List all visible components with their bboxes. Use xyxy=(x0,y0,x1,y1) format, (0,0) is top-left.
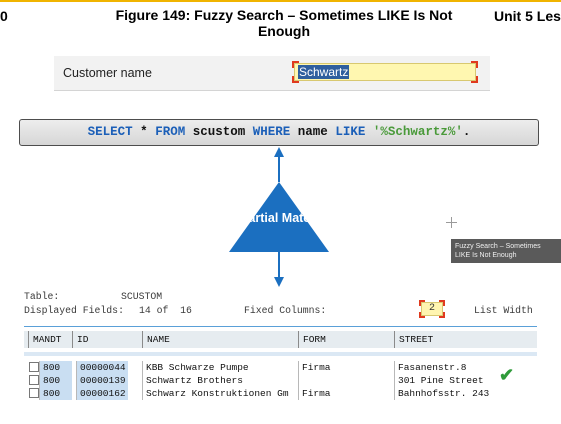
sql-column: name xyxy=(297,125,328,139)
focus-corner-icon xyxy=(292,76,299,83)
focus-corner-icon xyxy=(419,312,425,318)
table-header: MANDT ID NAME FORM STREET xyxy=(24,331,537,348)
cell-street: Bahnhofsstr. 243 xyxy=(394,387,537,400)
column-header-mandt[interactable]: MANDT xyxy=(28,331,72,348)
sql-keyword-like: LIKE xyxy=(335,125,366,139)
focus-corner-icon xyxy=(292,61,299,68)
sql-keyword-select: SELECT xyxy=(87,125,133,139)
header-rule xyxy=(0,0,561,2)
fixed-columns-value: 2 xyxy=(428,303,435,314)
sql-terminator: . xyxy=(462,125,471,139)
sql-keyword-where: WHERE xyxy=(252,125,291,139)
cell-mandt: 800 xyxy=(39,374,72,387)
table-header-divider xyxy=(24,352,537,356)
crosshair-cursor-icon xyxy=(446,217,457,228)
table-name: SCUSTOM xyxy=(121,291,163,302)
table-row[interactable]: 800 00000139 Schwartz Brothers 301 Pine … xyxy=(24,374,537,387)
cell-street: Fasanenstr.8 xyxy=(394,361,537,374)
tooltip: Fuzzy Search – Sometimes LIKE Is Not Eno… xyxy=(451,239,561,263)
column-header-id[interactable]: ID xyxy=(72,331,142,348)
cell-form: Firma xyxy=(298,387,394,400)
displayed-fields-value: 14 of 16 xyxy=(139,305,192,316)
fixed-columns-label: Fixed Columns: xyxy=(244,305,327,316)
sql-statement: SELECT * FROM scustom WHERE name LIKE '%… xyxy=(19,119,539,146)
cell-id: 00000139 xyxy=(76,374,128,387)
partial-match-label: Partial Match xyxy=(240,211,318,225)
cell-name: Schwarz Konstruktionen Gm xyxy=(142,387,298,400)
cell-name: Schwartz Brothers xyxy=(142,374,298,387)
cell-id: 00000044 xyxy=(76,361,128,374)
table-top-rule xyxy=(24,326,537,327)
focus-corner-icon xyxy=(439,312,445,318)
page-number-fragment: 0 xyxy=(0,8,8,24)
cell-form: Firma xyxy=(298,361,394,374)
cell-mandt: 800 xyxy=(39,387,72,400)
cell-mandt: 800 xyxy=(39,361,72,374)
customer-name-label: Customer name xyxy=(63,66,152,80)
cell-street: 301 Pine Street xyxy=(394,374,537,387)
column-header-form[interactable]: FORM xyxy=(298,331,394,348)
arrow-up-icon xyxy=(274,147,284,182)
focus-corner-icon xyxy=(439,300,445,306)
row-select-checkbox[interactable] xyxy=(29,375,39,385)
sql-star: * xyxy=(140,125,148,139)
row-select-checkbox[interactable] xyxy=(29,362,39,372)
sql-keyword-from: FROM xyxy=(155,125,186,139)
sql-pattern: '%Schwartz%' xyxy=(372,125,463,139)
cell-form xyxy=(298,374,394,387)
row-select-checkbox[interactable] xyxy=(29,388,39,398)
column-header-street[interactable]: STREET xyxy=(394,331,537,348)
customer-name-value: Schwartz xyxy=(298,65,350,79)
table-label: Table: xyxy=(24,291,60,302)
column-header-name[interactable]: NAME xyxy=(142,331,298,348)
focus-corner-icon xyxy=(471,61,478,68)
list-width-label: List Width xyxy=(474,305,533,316)
displayed-fields-label: Displayed Fields: xyxy=(24,305,124,316)
focus-corner-icon xyxy=(419,300,425,306)
cell-name: KBB Schwarze Pumpe xyxy=(142,361,298,374)
cell-id: 00000162 xyxy=(76,387,128,400)
sql-table: scustom xyxy=(192,125,246,139)
checkmark-icon: ✔ xyxy=(499,365,515,385)
table-row[interactable]: 800 00000044 KBB Schwarze Pumpe Firma Fa… xyxy=(24,361,537,374)
unit-label-fragment: Unit 5 Les xyxy=(494,8,561,24)
partial-match-triangle xyxy=(229,182,329,252)
focus-corner-icon xyxy=(471,76,478,83)
customer-name-input[interactable]: Schwartz xyxy=(292,61,478,83)
arrow-down-icon xyxy=(274,252,284,287)
table-row[interactable]: 800 00000162 Schwarz Konstruktionen Gm F… xyxy=(24,387,537,400)
report-header: Table: SCUSTOM Displayed Fields: 14 of 1… xyxy=(24,290,533,388)
figure-title: Figure 149: Fuzzy Search – Sometimes LIK… xyxy=(115,7,453,39)
fixed-columns-input[interactable]: 2 xyxy=(419,300,445,318)
